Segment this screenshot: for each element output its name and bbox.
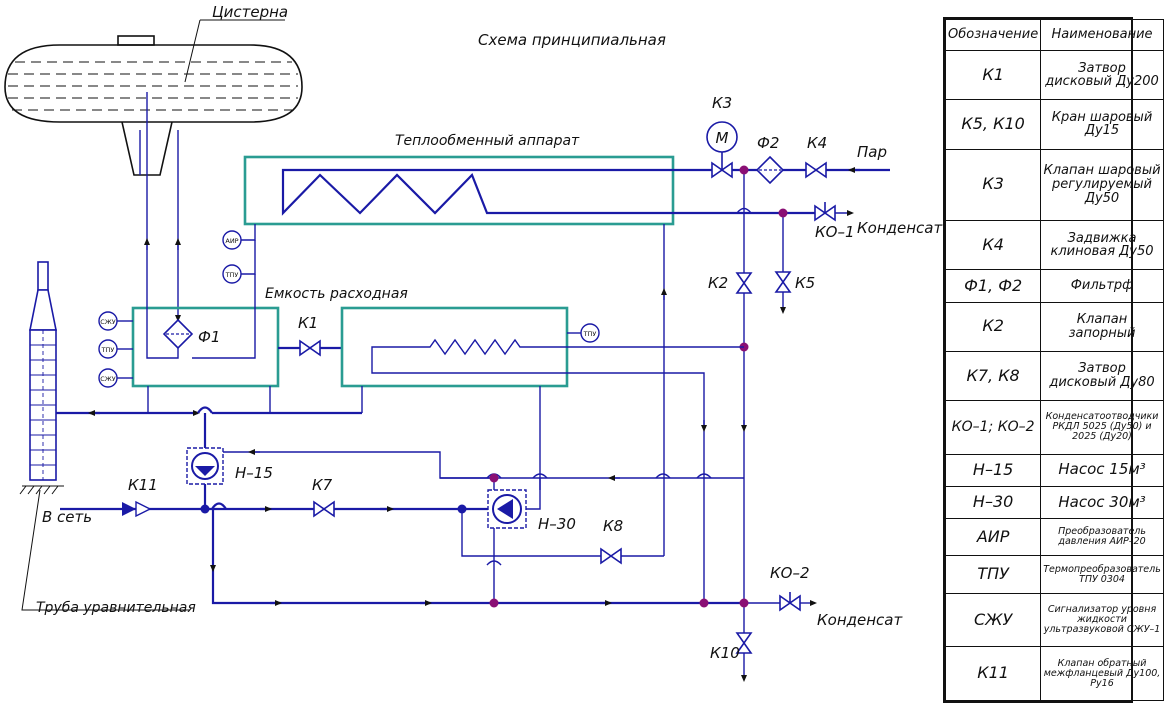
legend-code: К7, К8 [944, 350, 1042, 402]
k10-label: К10 [710, 644, 740, 662]
legend-name: Клапан шаровый регулируемый Ду50 [1040, 148, 1164, 222]
legend-code: К3 [944, 148, 1042, 222]
legend-code: К4 [944, 220, 1042, 271]
legend-code: К2 [944, 301, 1042, 352]
junction-node [739, 598, 749, 608]
legend-code: К11 [944, 646, 1042, 701]
legend-name: Сигнализатор уровня жидкости ультразвуко… [1040, 592, 1164, 648]
ko2-label: КО–2 [770, 564, 810, 582]
valve-k5-icon [774, 271, 792, 293]
tank-label: Цистерна [212, 3, 288, 21]
legend-code: К1 [944, 49, 1042, 101]
h30-label: Н–30 [538, 515, 576, 533]
legend-name: Фильтрф [1040, 269, 1164, 303]
motor-label: М [716, 129, 729, 147]
legend-header-name: Наименование [1040, 19, 1164, 51]
legend-code: Ф1, Ф2 [944, 269, 1042, 303]
pipe-label: Труба уравнительная [36, 600, 196, 616]
junction-node [200, 504, 210, 514]
legend-code: Н–30 [944, 485, 1042, 520]
h15-label: Н–15 [235, 464, 273, 482]
consumption-vessel [131, 306, 280, 388]
legend-header-code: Обозначение [944, 19, 1042, 51]
legend-name: Насос 30м³ [1040, 485, 1164, 520]
tank [4, 19, 303, 123]
junction-node [739, 165, 749, 175]
junction-node [699, 598, 709, 608]
trap-ko2-icon [779, 592, 801, 612]
k8-label: К8 [603, 517, 623, 535]
legend-name: Затвор дисковый Ду80 [1040, 350, 1164, 402]
valve-k8-icon [600, 547, 622, 565]
tpu-sensor-label-3: ТПУ [583, 330, 597, 338]
legend-name: Клапан обратный межфланцевый Ду100, Ру16 [1040, 646, 1164, 701]
tpu-instrument-label: ТПУ [225, 271, 239, 279]
legend-name: Клапан запорный [1040, 301, 1164, 352]
legend-name: Насос 15м³ [1040, 453, 1164, 487]
junction-node [778, 208, 788, 218]
filter-f2-icon [755, 155, 785, 185]
legend-name: Затвор дисковый Ду200 [1040, 49, 1164, 101]
legend-code: КО–1; КО–2 [944, 400, 1042, 455]
condensate-bottom-label: Конденсат [817, 611, 903, 629]
k4-label: К4 [807, 134, 827, 152]
diagram-title: Схема принципиальная [478, 31, 666, 49]
legend-name: Задвижка клиновая Ду50 [1040, 220, 1164, 271]
valve-k7-icon [313, 500, 335, 518]
legend-code: К5, К10 [944, 99, 1042, 150]
legend-code: ТПУ [944, 555, 1042, 594]
condensate-top-label: Конденсат [857, 219, 943, 237]
storage-vessel [340, 306, 569, 388]
f2-label: Ф2 [757, 134, 779, 152]
valve-k3-icon [706, 121, 738, 179]
junction-node [489, 598, 499, 608]
valve-k2-icon [735, 272, 753, 294]
k11-label: К11 [128, 476, 158, 494]
valve-k4-icon [805, 161, 827, 179]
legend-code: Н–15 [944, 453, 1042, 487]
heat-exchanger [243, 155, 675, 226]
legend-name: Преобразователь давления АИР–20 [1040, 518, 1164, 557]
legend-name: Конденсатоотводчики РКДЛ 5025 (Ду50) и 2… [1040, 400, 1164, 455]
legend-code: СЖУ [944, 592, 1042, 648]
pump-h15-icon [186, 447, 224, 485]
check-valve-k11-icon [122, 500, 152, 518]
k3-label: К3 [712, 94, 732, 112]
filter-f1-icon [162, 318, 194, 350]
k2-label: К2 [708, 274, 728, 292]
k7-label: К7 [312, 476, 333, 494]
legend-code: АИР [944, 518, 1042, 557]
heat-exchanger-label: Теплообменный аппарат [395, 133, 580, 149]
air-instrument-label: АИР [225, 237, 238, 245]
steam-label: Пар [857, 143, 887, 161]
legend-name: Кран шаровый Ду15 [1040, 99, 1164, 150]
k1-label: К1 [298, 314, 318, 332]
szhu-sensor-label: СЖУ [100, 318, 116, 326]
valve-k1-icon [299, 339, 321, 357]
trap-ko1-icon [814, 202, 836, 222]
pump-h30-icon [487, 489, 527, 529]
process-scheme: Схема принципиальная Цистерна Теплообмен… [4, 3, 943, 682]
valve-k10-icon [735, 632, 753, 654]
szhu-sensor-label-2: СЖУ [100, 375, 116, 383]
k5-label: К5 [795, 274, 815, 292]
tpu-sensor-label: ТПУ [101, 346, 115, 354]
to-network-label: В сеть [42, 508, 92, 526]
ko1-label: КО–1 [815, 223, 855, 241]
equalizing-pipe [19, 261, 64, 495]
junction-node [489, 473, 499, 483]
legend-name: Термопреобразователь ТПУ 0304 [1040, 555, 1164, 594]
vessel-label: Емкость расходная [265, 286, 408, 302]
f1-label: Ф1 [198, 328, 220, 346]
junction-node [457, 504, 467, 514]
